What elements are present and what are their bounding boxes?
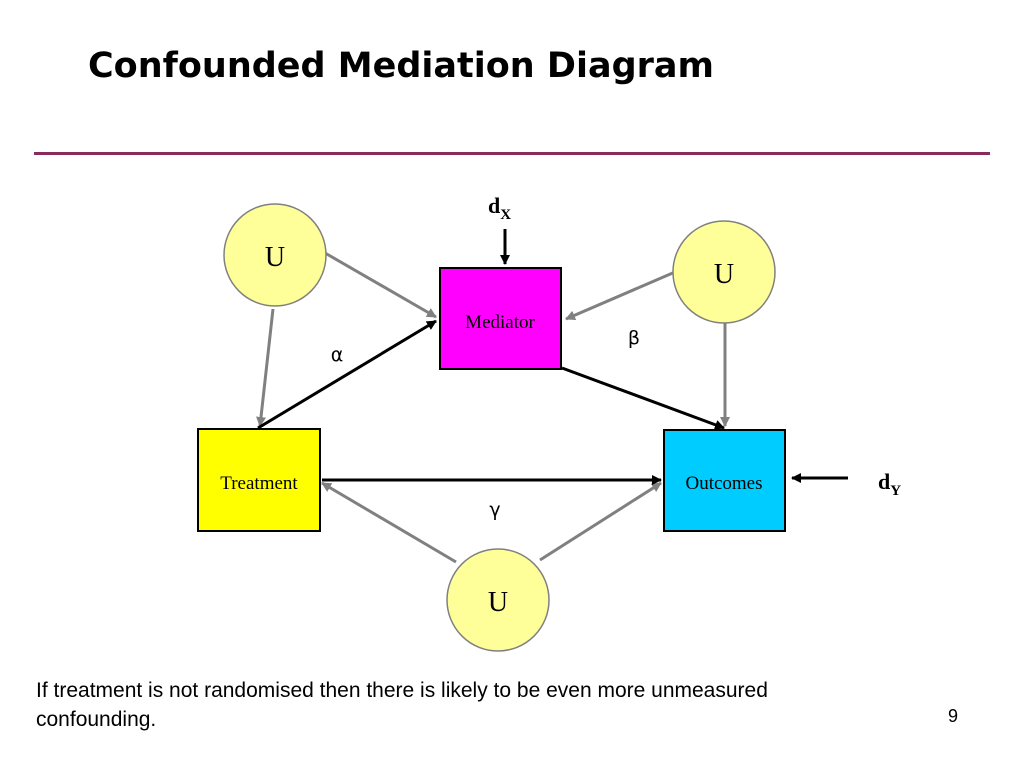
confounder-top-left-label: U bbox=[265, 242, 285, 273]
treatment-node bbox=[197, 428, 321, 532]
mediator-node bbox=[439, 267, 562, 370]
arrow-u-topleft-to-mediator bbox=[324, 251, 437, 319]
arrow-u-topleft-to-treatment bbox=[256, 308, 275, 427]
mediator-label: Mediator bbox=[465, 312, 535, 333]
beta-label: β bbox=[628, 327, 640, 349]
dy-base: d bbox=[878, 469, 890, 494]
arrow-u-bottom-to-treatment bbox=[321, 481, 457, 564]
dy-label: dY bbox=[878, 469, 901, 499]
confounder-bottom-label: U bbox=[488, 587, 508, 618]
confounder-bottom-node bbox=[446, 548, 550, 652]
alpha-label: α bbox=[331, 344, 344, 366]
dy-subscript: Y bbox=[890, 483, 901, 499]
slide-caption: If treatment is not randomised then ther… bbox=[36, 679, 768, 731]
treatment-label: Treatment bbox=[220, 473, 298, 494]
confounder-top-left-node bbox=[223, 203, 327, 307]
arrow-u-bottom-to-outcomes bbox=[539, 481, 662, 562]
gamma-label: γ bbox=[489, 499, 500, 521]
dx-label: dX bbox=[488, 193, 511, 223]
title-divider bbox=[34, 152, 990, 155]
arrow-beta-mediator-to-outcomes bbox=[561, 366, 725, 430]
outcomes-label: Outcomes bbox=[685, 473, 762, 494]
arrow-u-topright-to-mediator bbox=[565, 270, 676, 321]
confounder-top-right-node bbox=[672, 220, 776, 324]
confounder-top-right-label: U bbox=[714, 259, 734, 290]
page-number: 9 bbox=[948, 706, 959, 726]
outcomes-node bbox=[663, 429, 786, 532]
dx-base: d bbox=[488, 193, 500, 218]
dx-subscript: X bbox=[500, 207, 511, 223]
arrow-alpha-treatment-to-mediator bbox=[257, 319, 437, 430]
slide-title: Confounded Mediation Diagram bbox=[88, 46, 714, 86]
